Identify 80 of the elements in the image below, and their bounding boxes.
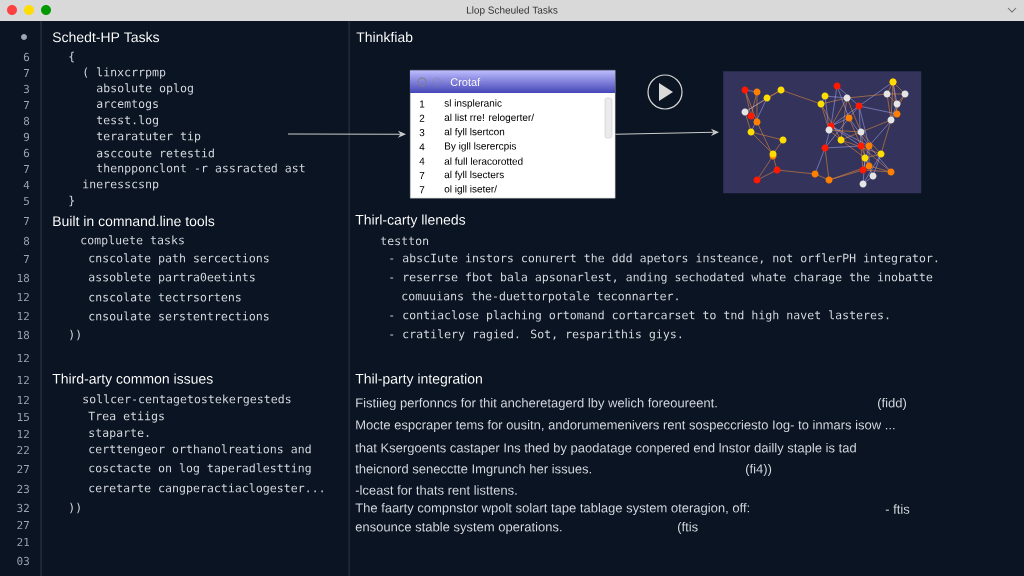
app-window: Crotaf 1 sl inspleranic 2 al list rre! relogerter/ 3 al fyll lsertcon 4 By igll lserercpis 4 al full leracorotted 7 al fyll lsecters 7 ol igll iseter/: [410, 70, 616, 199]
line-number: 15: [17, 412, 29, 422]
line-number: 7: [23, 165, 29, 173]
line-number: 4: [23, 181, 30, 189]
line-number: 8: [23, 116, 30, 126]
text-line: theicnord senecctte Imgrunch her issues.: [355, 463, 591, 477]
code-line: testton: [380, 236, 429, 246]
code-line: )): [70, 329, 80, 341]
line-number: 23: [17, 484, 29, 494]
line-number: 12: [17, 292, 29, 302]
code-line: cnscolate tectrsortens: [89, 292, 241, 302]
text-line: (fi4)): [746, 463, 772, 477]
network-drawing: [723, 71, 922, 194]
heading: Third-arty common issues: [52, 373, 213, 387]
code-line: staparte.: [89, 428, 149, 440]
code-line: compluete tasks: [81, 235, 184, 247]
code-line: absolute oplog: [96, 83, 193, 95]
code-line: assoblete partra0eetints: [88, 272, 255, 284]
text-line: - ftis: [885, 504, 910, 514]
line-number: 9: [23, 132, 30, 142]
code-line: - contiaclose plaching ortomand cortarcarset to tnd high navet lasteres.: [390, 310, 889, 322]
line-number: 6: [23, 148, 30, 158]
line-number: 12: [17, 375, 29, 385]
line-number: 03: [17, 556, 29, 566]
code-line: ineresscsnp: [83, 179, 159, 191]
line-number: 32: [17, 503, 29, 513]
line-number: 7: [23, 217, 29, 225]
heading: Schedt-HP Tasks: [52, 31, 160, 43]
line-number: 21: [17, 537, 30, 547]
heading: Thinkfiab: [356, 31, 413, 43]
line-number: 6: [23, 52, 30, 62]
code-line: )): [70, 502, 80, 514]
window-title: Llop Scheuled Tasks: [466, 6, 558, 16]
code-line: - reserrse fbot bala apsonarlest, anding sechodated whate charage the inobatte: [390, 272, 933, 284]
line-number: 22: [17, 445, 29, 455]
line-number: 27: [17, 520, 29, 530]
heading: Built in comnand.line tools: [53, 215, 215, 227]
code-line: comuuians the-duettorpotale teconnarter.: [402, 291, 678, 303]
code-line: asccoute retestid: [96, 148, 214, 158]
code-line: arcemtogs: [96, 99, 158, 111]
text-line: Mocte espcraper tems for ousitn, andorumemenivers rent sospeccriesto Iog- to inmars isow ...: [356, 419, 895, 433]
text-line: ensounce stable system operations.: [355, 521, 562, 535]
code-line: {: [69, 51, 74, 63]
line-number: 3: [23, 84, 29, 94]
line-number: 5: [23, 196, 29, 206]
code-line: ( linxcrrpmp: [84, 67, 166, 79]
code-line: tesst.log: [96, 115, 158, 127]
code-line: thenpponclont -r assracted ast: [96, 163, 305, 175]
code-line: certtengeor orthanolreations and: [89, 444, 311, 456]
heading: Thil-party integration: [355, 373, 482, 387]
line-number: 18: [17, 330, 30, 340]
code-line: Trea etiigs: [88, 411, 164, 423]
text-line: that Ksergoents castaper Ins thed by paodatage conpered end lnstor dailly staple is tad: [355, 442, 856, 456]
line-number: 12: [17, 395, 29, 405]
text-line: (fidd): [878, 397, 907, 411]
text-line: Fistiieg perfonncs for thit ancheretagerd lby welich foreoureent.: [356, 397, 717, 411]
code-line: - cratilery ragied. Sot, resparithis giys.: [390, 329, 682, 341]
text-line: (ftis: [678, 521, 698, 535]
code-line: - abscIute instors conurert the ddd apetors insteance, not orflerPH integrator.: [390, 253, 938, 265]
line-number: 12: [17, 311, 29, 321]
text-line: The faarty compnstor wpolt solart tape tablage system oteragion, off:: [355, 502, 749, 516]
code-line: teraratuter tip: [96, 131, 201, 143]
line-number: 7: [23, 69, 29, 77]
code-line: }: [69, 195, 74, 207]
line-number: 12: [17, 353, 29, 363]
line-number: 18: [17, 273, 30, 283]
line-number: 12: [17, 429, 29, 439]
code-line: cnsoulate serstentrections: [89, 311, 269, 321]
code-line: ceretarte cangperactiaclogester...: [89, 483, 323, 495]
code-line: cosctacte on log taperadlestting: [89, 463, 311, 475]
line-number: 27: [17, 464, 29, 474]
code-line: sollcer-centagetostekergesteds: [83, 394, 291, 406]
arrow: [287, 131, 406, 137]
text-line: -lceast for thats rent listtens.: [355, 485, 517, 495]
line-number: 7: [23, 101, 29, 109]
line-number: 8: [23, 236, 30, 246]
code-line: cnscolate path sercections: [89, 253, 269, 265]
arrow: [614, 129, 719, 136]
heading: Thirl-carty lleneds: [355, 214, 466, 228]
line-number: 7: [23, 255, 29, 263]
